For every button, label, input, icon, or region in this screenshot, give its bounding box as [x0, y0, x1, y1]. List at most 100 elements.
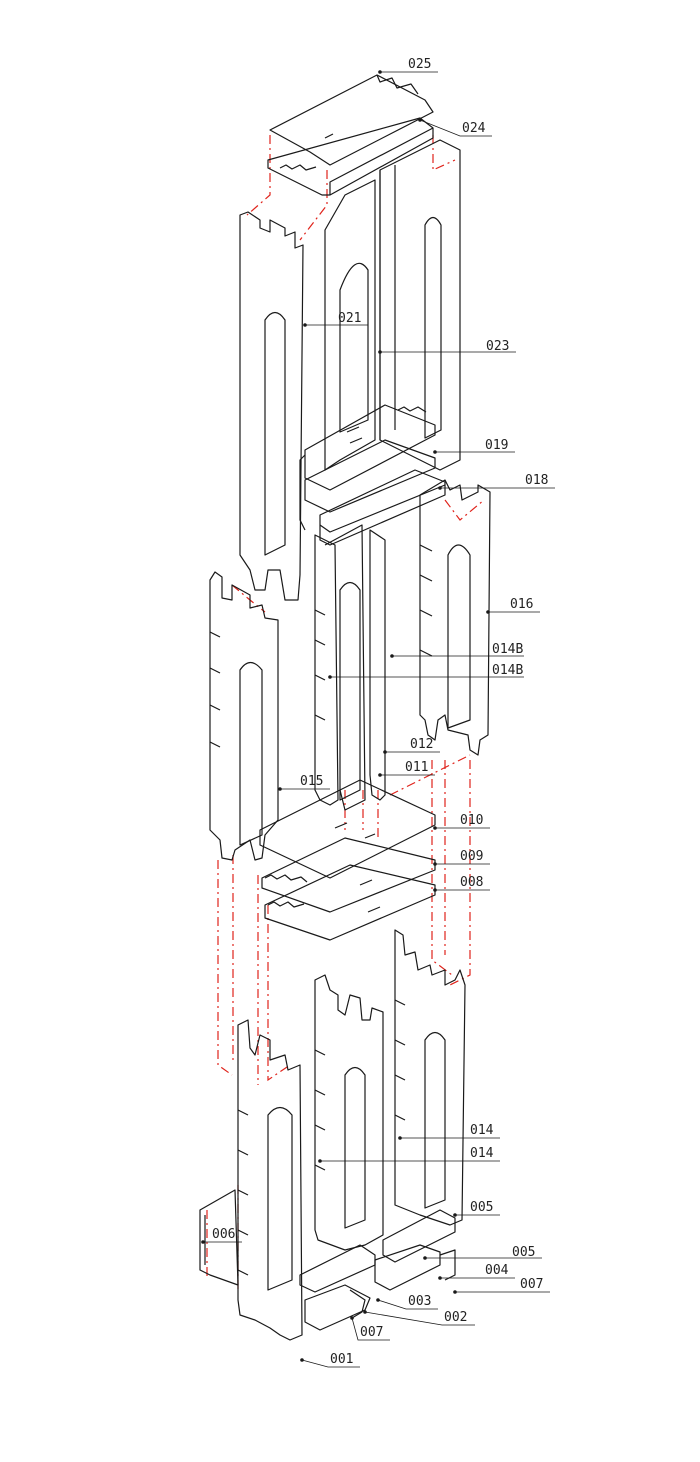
leader-arrow-dot: [438, 1276, 442, 1280]
leader-arrow-dot: [376, 1298, 380, 1302]
part-label-014B-upper: 014B: [492, 642, 523, 657]
part-024-board: [267, 117, 434, 196]
part-016-tab: [419, 649, 433, 657]
part-014-tab: [314, 1089, 326, 1096]
part-009-notch: [264, 874, 308, 883]
part-015-arch-window: [239, 661, 263, 846]
leader-arrow-dot: [363, 1310, 367, 1314]
part-015-tab: [209, 667, 221, 674]
part-label-011: 011: [405, 760, 428, 775]
part-label-002: 002: [444, 1310, 467, 1325]
part-014-back-tab: [394, 999, 406, 1006]
part-014-arch-window: [344, 1066, 366, 1229]
part-008-shelf: [264, 864, 436, 941]
guide-line: [299, 170, 328, 241]
part-019-shelf: [304, 404, 436, 491]
part-label-001: 001: [330, 1352, 353, 1367]
panel-outlines: [199, 74, 491, 1341]
part-label-021: 021: [338, 311, 361, 326]
part-014-tab: [314, 1124, 326, 1131]
part-014-back-arch-window: [424, 1031, 446, 1209]
part-label-025: 025: [408, 57, 431, 72]
leader-arrow-dot: [453, 1213, 457, 1217]
guide-line: [444, 499, 485, 521]
part-016-arch-window: [447, 544, 471, 729]
part-label-016: 016: [510, 597, 533, 612]
guide-line: [267, 905, 291, 1082]
leader-arrow-dot: [278, 787, 282, 791]
leader-line: [301, 1359, 360, 1368]
part-014-tab: [314, 1164, 326, 1171]
part-014-back-panel: [394, 929, 466, 1226]
part-label-014-lower: 014: [470, 1146, 494, 1161]
leader-line: [377, 1299, 438, 1310]
leader-arrow-dot: [303, 323, 307, 327]
part-019-shelf: [304, 439, 436, 513]
part-023-arch-window: [424, 216, 442, 439]
part-007-shelf: [439, 1249, 456, 1281]
part-label-006: 006: [212, 1227, 235, 1242]
part-021-left-panel: [239, 211, 304, 601]
part-label-007-base: 007: [360, 1325, 383, 1340]
part-010-slot: [364, 833, 376, 839]
part-006-side-piece: [199, 1189, 239, 1286]
leader-arrow-dot: [390, 654, 394, 658]
part-018-edge: [319, 484, 446, 533]
part-label-005-upper: 005: [470, 1200, 493, 1215]
part-014B-tab: [314, 639, 326, 646]
leader-line: [351, 1317, 390, 1341]
guide-line: [432, 135, 456, 171]
part-019-slot: [349, 437, 363, 444]
part-019-notch: [299, 454, 306, 531]
leader-arrow-dot: [300, 1358, 304, 1362]
part-025-notch: [376, 74, 419, 95]
part-018-shelf: [319, 469, 446, 546]
leader-arrow-dot: [201, 1240, 205, 1244]
part-010-shelf: [259, 779, 436, 879]
part-014-tab: [314, 1049, 326, 1056]
part-014B-arch-window: [339, 581, 361, 801]
leader-arrow-dot: [398, 1136, 402, 1140]
leader-arrow-dot: [438, 486, 442, 490]
part-023-inner-arch: [339, 262, 369, 433]
part-016-tab: [419, 544, 433, 552]
part-001-tab: [237, 1229, 249, 1236]
part-label-014B-lower: 014B: [492, 663, 523, 678]
part-014-back-tab: [394, 1039, 406, 1046]
part-014-back-tab: [394, 1114, 406, 1121]
leader-arrow-dot: [433, 450, 437, 454]
part-024-notch: [279, 164, 317, 171]
part-014B-panel-front: [314, 534, 339, 806]
leader-arrow-dot: [433, 888, 437, 892]
leader-arrow-dot: [423, 1256, 427, 1260]
part-009-shelf: [261, 837, 436, 913]
part-001-tab: [237, 1189, 249, 1196]
part-024-edge: [329, 127, 434, 195]
part-015-tab: [209, 704, 221, 711]
part-015-tab: [209, 631, 221, 638]
part-label-019: 019: [485, 438, 508, 453]
part-label-004: 004: [485, 1263, 509, 1278]
part-009-slot: [359, 879, 373, 886]
part-003-shelf: [299, 1244, 376, 1293]
part-007-base-shelf: [349, 1289, 366, 1319]
leader-arrow-dot: [378, 70, 382, 74]
guide-line: [217, 860, 233, 1076]
part-label-024: 024: [462, 121, 486, 136]
part-001-base-panel: [237, 1019, 303, 1341]
part-label-023: 023: [486, 339, 509, 354]
leader-line: [364, 1311, 475, 1326]
part-016-tab: [419, 574, 433, 582]
leader-arrow-dot: [453, 1290, 457, 1294]
guide-line: [231, 584, 266, 613]
leader-lines: [201, 70, 555, 1368]
part-014B-tab: [314, 714, 326, 721]
part-001-tab: [237, 1269, 249, 1276]
part-010-slot: [334, 822, 348, 829]
part-label-003: 003: [408, 1294, 431, 1309]
leader-line: [419, 119, 492, 137]
part-019-slot: [346, 426, 360, 433]
part-014B-tab: [314, 609, 326, 616]
part-016-right-panel: [419, 479, 491, 756]
